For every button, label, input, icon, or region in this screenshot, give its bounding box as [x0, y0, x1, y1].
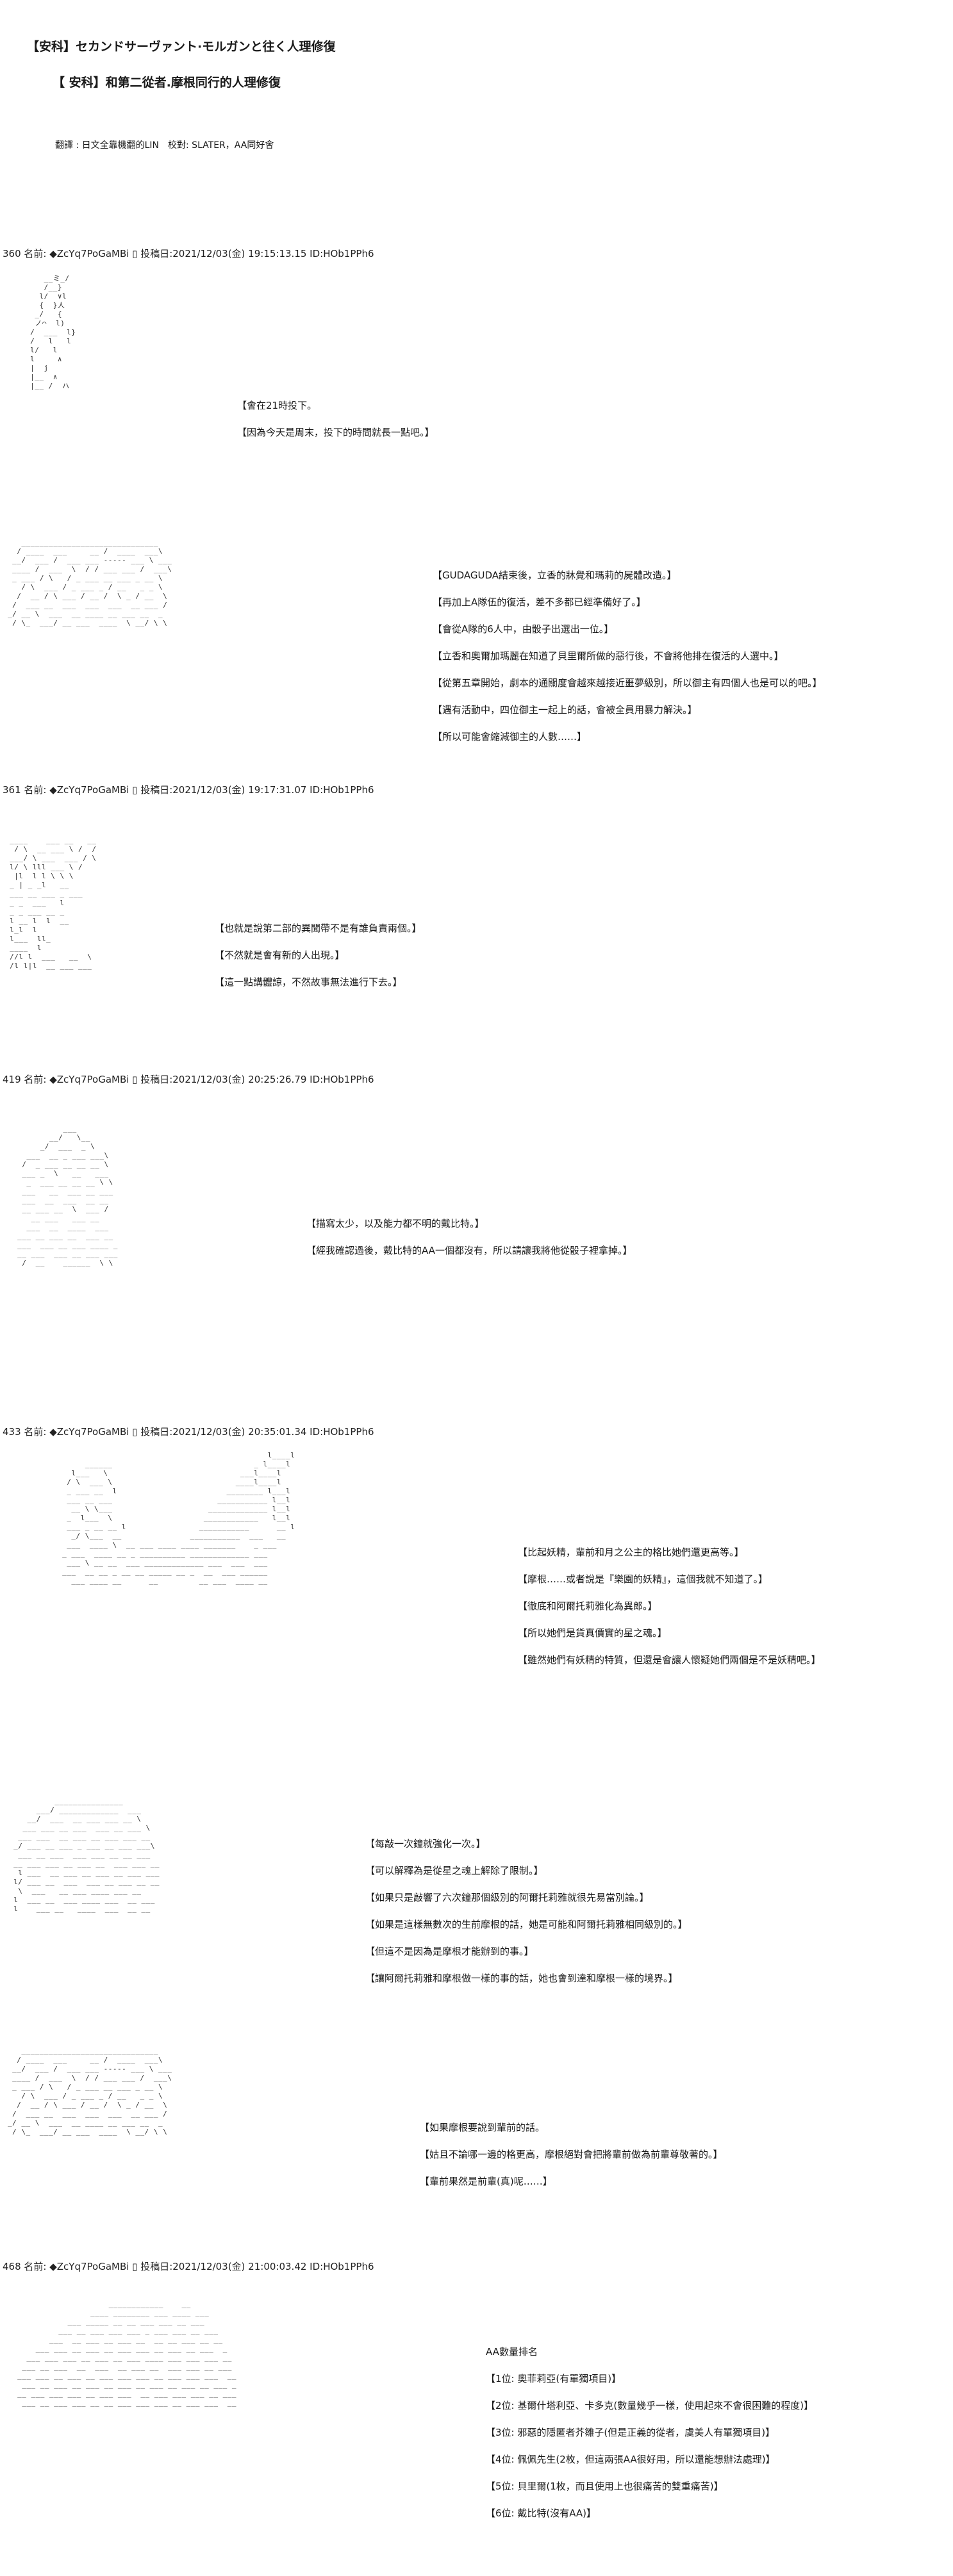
dialog-line: 【會從A隊的6人中，由骰子出選出一位。】: [433, 623, 614, 635]
dialog-line: 【描寫太少，以及能力都不明的戴比特。】: [306, 1218, 485, 1229]
post-header: 468 名前: ◆ZcYq7PoGaMBi ▯ 投稿日:2021/12/03(金…: [3, 2261, 374, 2272]
dialog-block: 【如果摩根要說到輩前的話。 【姑且不論哪一邊的格更高，摩根絕對會把將輩前做為前輩…: [420, 2122, 723, 2203]
dialog-line: 【可以解釋為是從星之魂上解除了限制。】: [365, 1865, 543, 1876]
page-title: 【安科】セカンドサーヴァント·モルガンと往く人理修復: [27, 40, 336, 54]
ascii-art-figure: ___ __/ \__ _/ ___ _ \ ___ __ _ ___ ___\…: [17, 1124, 118, 1267]
dialog-line: AA數量排名: [486, 2346, 538, 2358]
dialog-line: 【但這不是因為是摩根才能辦到的事。】: [365, 1946, 534, 1957]
ascii-art-figure: ____ ___ __ __ / \ __ ___ \ / / ___/ \ _…: [10, 836, 97, 970]
dialog-line: 【摩根……或者說是『樂園的妖精』，這個我就不知道了。】: [518, 1573, 768, 1585]
ascii-art-figure: ____________ __ ____ ________ ___ ____ _…: [17, 2300, 237, 2407]
dialog-line: 【如果只是敲響了六次鐘那個級別的阿爾托莉雅就很先易當別論。】: [365, 1892, 649, 1903]
dialog-line: 【所以可能會縮減御主的人數……】: [433, 731, 587, 742]
dialog-line: 【4位: 佩佩先生(2枚，但這兩張AA很好用，所以還能想辦法處理)】: [486, 2454, 775, 2465]
post-header: 419 名前: ◆ZcYq7PoGaMBi ▯ 投稿日:2021/12/03(金…: [3, 1074, 374, 1085]
dialog-line: 【會在21時投下。: [237, 400, 317, 411]
dialog-line: 【從第五章開始，劇本的通關度會越來越接近噩夢級別，所以御主有四個人也是可以的吧。…: [433, 677, 822, 689]
ascii-art-figure: ______________________________ / ____ __…: [8, 2047, 172, 2136]
post-header: 433 名前: ◆ZcYq7PoGaMBi ▯ 投稿日:2021/12/03(金…: [3, 1426, 374, 1438]
dialog-line: 【遇有活動中，四位御主一起上的話，會被全員用暴力解決。】: [433, 704, 697, 716]
dialog-line: 【2位: 基爾什塔利亞、卡多克(數量幾乎一樣，使用起來不會很困難的程度)】: [486, 2400, 814, 2411]
dialog-line: 【姑且不論哪一邊的格更高，摩根絕對會把將輩前做為前輩尊敬著的。】: [420, 2149, 723, 2160]
ascii-art-figure: __ミ_/ /__} l/ ∨l { }人 _/ { ノ⌒ l) / ___ l…: [30, 274, 76, 390]
dialog-line: 【GUDAGUDA結束後，立香的牀覺和瑪莉的屍體改造。】: [433, 570, 677, 581]
dialog-block: 【每敲一次鐘就強化一次。】 【可以解釋為是從星之魂上解除了限制。】 【如果只是敲…: [365, 1839, 688, 2000]
dialog-line: 【雖然她們有妖精的特質，但還是會讓人懷疑她們兩個是不是妖精吧。】: [518, 1654, 821, 1666]
dialog-line: 【這一點講體諒，不然故事無法進行下去。】: [215, 976, 402, 988]
dialog-line: 【比起妖精，輩前和月之公主的格比她們還更高等。】: [518, 1546, 744, 1558]
dialog-line: 【也就是說第二部的異聞帶不是有誰負責兩個。】: [215, 923, 422, 934]
dialog-line: 【不然就是會有新的人出現。】: [215, 949, 345, 961]
dialog-line: 【徹底和阿爾托莉雅化為異郎。】: [518, 1600, 658, 1612]
ascii-art-figure: _______________ ___/ _____________ ___ _…: [13, 1797, 160, 1913]
ascii-art-figure: l____l ______ _ l____l l___ \ ___l____l …: [62, 1451, 295, 1585]
dialog-line: 【6位: 戴比特(沒有AA)】: [486, 2507, 597, 2519]
dialog-line: 【如果是這樣無數次的生前摩根的話，她是可能和阿爾托莉雅相同級別的。】: [365, 1919, 688, 1930]
translation-credits: 翻譯 : 日文全靠機翻的LIN 校對: SLATER，AA同好會: [55, 140, 274, 151]
ascii-art-figure: ______________________________ / ____ __…: [8, 538, 172, 627]
dialog-line: 【1位: 奧菲莉亞(有單獨項目)】: [486, 2373, 622, 2384]
dialog-line: 【立香和奧爾加瑪麗在知道了貝里爾所做的惡行後，不會將他排在復活的人選中。】: [433, 650, 784, 662]
dialog-line: 【每敲一次鐘就強化一次。】: [365, 1838, 486, 1850]
page-subtitle: 【 安科】和第二從者.摩根同行的人理修復: [53, 76, 281, 90]
dialog-block: 【比起妖精，輩前和月之公主的格比她們還更高等。】 【摩根……或者說是『樂園的妖精…: [518, 1547, 821, 1682]
dialog-line: 【輩前果然是前輩(真)呢……】: [420, 2176, 552, 2187]
dialog-line: 【如果摩根要說到輩前的話。: [420, 2122, 545, 2133]
dialog-line: 【5位: 貝里爾(1枚，而且使用上也很痛苦的雙重痛苦)】: [486, 2481, 724, 2492]
dialog-line: 【3位: 邪惡的隱匿者芥雛子(但是正義的從者，虞美人有單獨項目)】: [486, 2427, 775, 2438]
dialog-line: 【經我確認過後，戴比特的AA一個都沒有，所以請讓我將他從骰子裡拿掉。】: [306, 1245, 633, 1256]
dialog-line: 【所以她們是貨真價實的星之魂。】: [518, 1627, 667, 1639]
post-header: 361 名前: ◆ZcYq7PoGaMBi ▯ 投稿日:2021/12/03(金…: [3, 784, 374, 796]
dialog-block: 【會在21時投下。 【因為今天是周末，投下的時間就長一點吧。】: [237, 400, 435, 454]
dialog-block: 【描寫太少，以及能力都不明的戴比特。】 【經我確認過後，戴比特的AA一個都沒有，…: [306, 1218, 632, 1272]
dialog-block: AA數量排名 【1位: 奧菲莉亞(有單獨項目)】 【2位: 基爾什塔利亞、卡多克…: [486, 2347, 813, 2535]
post-header: 360 名前: ◆ZcYq7PoGaMBi ▯ 投稿日:2021/12/03(金…: [3, 248, 374, 259]
dialog-line: 【因為今天是周末，投下的時間就長一點吧。】: [237, 427, 435, 438]
dialog-block: 【GUDAGUDA結束後，立香的牀覺和瑪莉的屍體改造。】 【再加上A隊伍的復活，…: [433, 570, 822, 759]
dialog-line: 【再加上A隊伍的復活，差不多都已經準備好了。】: [433, 596, 646, 608]
dialog-line: 【讓阿爾托莉雅和摩根做一樣的事的話，她也會到達和摩根一樣的境界。】: [365, 1973, 678, 1984]
dialog-block: 【也就是說第二部的異聞帶不是有誰負責兩個。】 【不然就是會有新的人出現。】 【這…: [215, 923, 422, 1004]
